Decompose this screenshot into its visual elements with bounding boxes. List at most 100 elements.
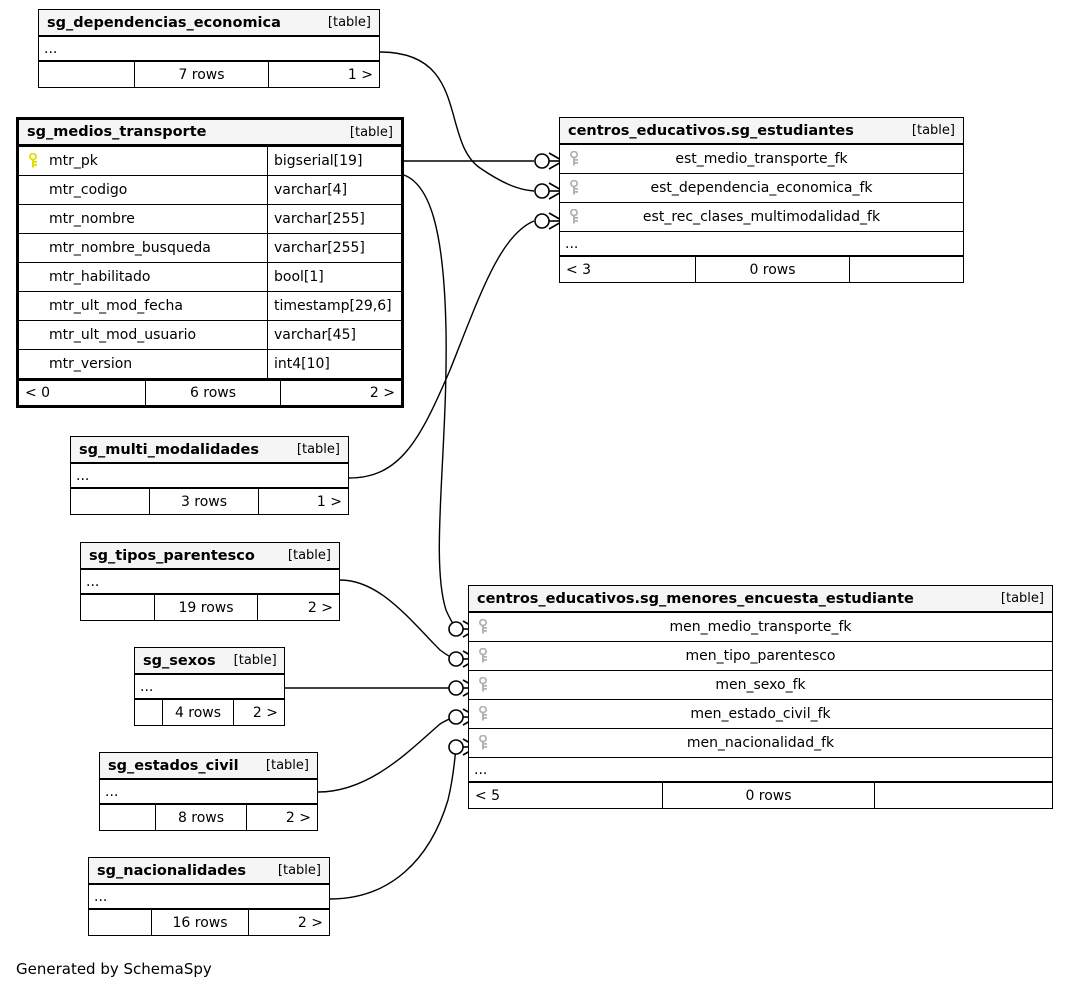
table-column-row[interactable]: mtr_ult_mod_usuario varchar[45]	[19, 321, 401, 350]
table-column-row[interactable]: mtr_version int4[10]	[19, 350, 401, 379]
column-name: mtr_ult_mod_fecha	[49, 298, 183, 314]
column-name: men_estado_civil_fk	[690, 706, 831, 722]
table-column-row[interactable]: men_medio_transporte_fk	[469, 613, 1052, 642]
table-footer-row: 19 rows 2 >	[81, 594, 339, 620]
footer-parents-count[interactable]: < 3	[566, 261, 592, 278]
table-sg-multi-modalidades[interactable]: sg_multi_modalidades [table] ... 3 rows …	[70, 436, 349, 515]
table-type-label: [table]	[265, 758, 309, 773]
table-type-label: [table]	[296, 442, 340, 457]
table-type-label: [table]	[233, 653, 277, 668]
table-column-row[interactable]: est_dependencia_economica_fk	[560, 174, 963, 203]
footer-row-count: 8 rows	[155, 805, 247, 830]
generated-by-note: Generated by SchemaSpy	[16, 960, 212, 978]
table-type-label: [table]	[327, 15, 371, 30]
table-name: sg_estados_civil	[108, 757, 239, 774]
table-title-bar: sg_nacionalidades [table]	[89, 858, 329, 885]
footer-children-count[interactable]: 2 >	[297, 914, 323, 931]
table-footer-row: < 0 6 rows 2 >	[19, 379, 401, 405]
table-column-row[interactable]: men_estado_civil_fk	[469, 700, 1052, 729]
column-type: varchar[45]	[267, 321, 401, 349]
table-name: centros_educativos.sg_estudiantes	[568, 122, 854, 139]
table-column-row[interactable]: men_sexo_fk	[469, 671, 1052, 700]
table-sg-nacionalidades[interactable]: sg_nacionalidades [table] ... 16 rows 2 …	[88, 857, 330, 936]
column-type: timestamp[29,6]	[267, 292, 401, 320]
table-sg-sexos[interactable]: sg_sexos [table] ... 4 rows 2 >	[134, 647, 285, 726]
table-ellipsis-row: ...	[39, 37, 379, 61]
table-name: sg_sexos	[143, 652, 216, 669]
table-footer-row: 8 rows 2 >	[100, 804, 317, 830]
table-column-row[interactable]: mtr_habilitado bool[1]	[19, 263, 401, 292]
column-name: mtr_pk	[49, 153, 98, 169]
table-column-row[interactable]: mtr_codigo varchar[4]	[19, 176, 401, 205]
footer-children-count[interactable]: 2 >	[307, 599, 333, 616]
table-type-label: [table]	[277, 863, 321, 878]
footer-children-count[interactable]: 2 >	[369, 385, 395, 401]
column-name: est_medio_transporte_fk	[675, 151, 848, 167]
column-name: mtr_habilitado	[49, 269, 151, 285]
footer-parents-count[interactable]	[100, 805, 155, 830]
table-column-row[interactable]: mtr_ult_mod_fecha timestamp[29,6]	[19, 292, 401, 321]
table-title-bar: sg_sexos [table]	[135, 648, 284, 675]
table-footer-row: 7 rows 1 >	[39, 61, 379, 87]
table-footer-row: 3 rows 1 >	[71, 488, 348, 514]
table-ellipsis-row: ...	[89, 885, 329, 909]
table-centros-educativos-sg-menores-encuesta-estudiante[interactable]: centros_educativos.sg_menores_encuesta_e…	[468, 585, 1053, 809]
table-footer-row: < 5 0 rows	[469, 782, 1052, 808]
table-column-row[interactable]: men_tipo_parentesco	[469, 642, 1052, 671]
key-icon-foreign	[560, 209, 590, 225]
edge-medios-to-menores	[403, 174, 457, 630]
footer-row-count: 4 rows	[162, 700, 234, 725]
footer-children-count[interactable]: 1 >	[347, 66, 373, 83]
column-name: men_tipo_parentesco	[685, 648, 836, 664]
column-name: est_dependencia_economica_fk	[650, 180, 873, 196]
footer-row-count: 0 rows	[662, 783, 875, 808]
key-icon-foreign	[560, 180, 590, 196]
column-type: varchar[255]	[267, 205, 401, 233]
column-name: mtr_ult_mod_usuario	[49, 327, 197, 343]
footer-children-count[interactable]	[850, 257, 963, 282]
table-name: sg_nacionalidades	[97, 862, 246, 879]
table-name: sg_multi_modalidades	[79, 441, 259, 458]
footer-parents-count[interactable]: < 0	[25, 385, 51, 401]
edge-estados-civil-to-menores	[317, 716, 456, 793]
footer-parents-count[interactable]	[71, 489, 149, 514]
table-ellipsis-row: ...	[100, 780, 317, 804]
table-column-row[interactable]: men_nacionalidad_fk	[469, 729, 1052, 758]
footer-children-count[interactable]: 2 >	[285, 809, 311, 826]
table-column-row[interactable]: est_medio_transporte_fk	[560, 145, 963, 174]
footer-parents-count[interactable]	[89, 910, 151, 935]
table-title-bar: sg_multi_modalidades [table]	[71, 437, 348, 464]
table-footer-row: < 3 0 rows	[560, 256, 963, 282]
footer-row-count: 16 rows	[151, 910, 249, 935]
footer-children-count[interactable]	[875, 783, 1052, 808]
edge-nacionalidades-to-menores	[329, 746, 457, 900]
footer-parents-count[interactable]	[135, 700, 162, 725]
footer-row-count: 0 rows	[695, 257, 850, 282]
table-column-row[interactable]: mtr_nombre varchar[255]	[19, 205, 401, 234]
footer-children-count[interactable]: 1 >	[316, 493, 342, 510]
table-column-row[interactable]: mtr_nombre_busqueda varchar[255]	[19, 234, 401, 263]
table-type-label: [table]	[287, 548, 331, 563]
column-type: int4[10]	[267, 350, 401, 378]
table-sg-medios-transporte[interactable]: sg_medios_transporte [table] mtr_pk bigs…	[16, 117, 404, 408]
table-footer-row: 16 rows 2 >	[89, 909, 329, 935]
table-title-bar: sg_medios_transporte [table]	[19, 120, 401, 147]
table-centros-educativos-sg-estudiantes[interactable]: centros_educativos.sg_estudiantes [table…	[559, 117, 964, 283]
table-type-label: [table]	[911, 123, 955, 138]
key-icon-foreign	[469, 677, 499, 693]
edge-parentesco-to-menores	[339, 579, 456, 660]
footer-parents-count[interactable]	[39, 62, 134, 87]
column-name: mtr_version	[49, 356, 133, 372]
table-column-row[interactable]: est_rec_clases_multimodalidad_fk	[560, 203, 963, 232]
key-icon-foreign	[469, 706, 499, 722]
footer-children-count[interactable]: 2 >	[252, 704, 278, 721]
footer-parents-count[interactable]	[81, 595, 154, 620]
table-title-bar: centros_educativos.sg_estudiantes [table…	[560, 118, 963, 145]
table-column-row[interactable]: mtr_pk bigserial[19]	[19, 147, 401, 176]
table-sg-dependencias-economica[interactable]: sg_dependencias_economica [table] ... 7 …	[38, 9, 380, 88]
table-title-bar: sg_dependencias_economica [table]	[39, 10, 379, 37]
column-name: est_rec_clases_multimodalidad_fk	[642, 209, 881, 225]
table-sg-estados-civil[interactable]: sg_estados_civil [table] ... 8 rows 2 >	[99, 752, 318, 831]
footer-parents-count[interactable]: < 5	[475, 787, 501, 804]
table-sg-tipos-parentesco[interactable]: sg_tipos_parentesco [table] ... 19 rows …	[80, 542, 340, 621]
